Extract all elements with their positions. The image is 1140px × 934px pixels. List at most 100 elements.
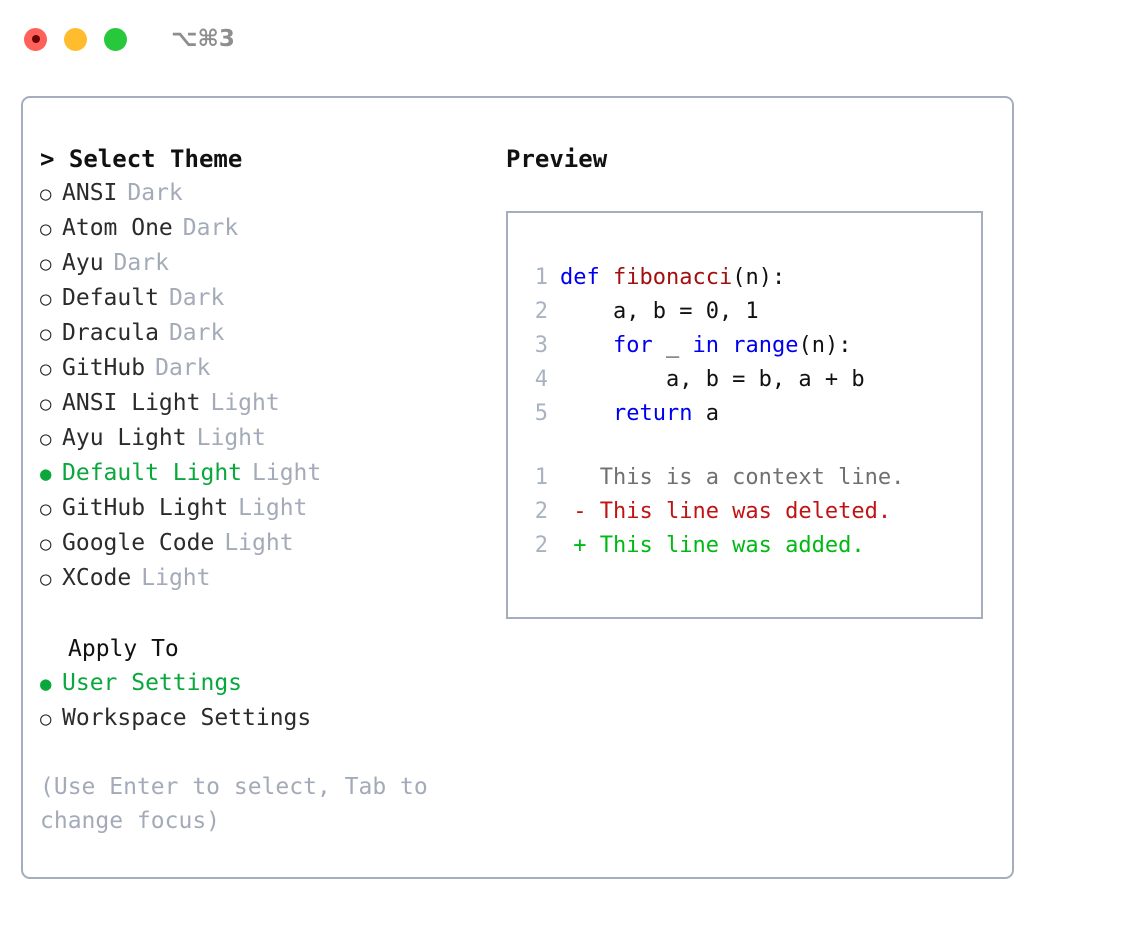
preview-title: Preview [506,145,608,173]
code-line-content: + This line was added. [560,529,864,563]
code-token-kw: for [612,333,653,358]
theme-name-label: Atom One [62,215,173,241]
code-token-kw: in [692,333,719,358]
code-token-kw: range [732,333,799,358]
maximize-button[interactable] [104,27,127,51]
select-theme-header: > Select Theme [40,145,243,173]
theme-variant-tag: Dark [127,180,183,206]
code-line: 1 This is a context line. [522,461,981,495]
minimize-button[interactable] [64,27,87,51]
radio-unselected-icon: ○ [40,218,52,240]
line-number: 3 [534,333,548,358]
code-line: 4 a, b = b, a + b [522,363,981,397]
code-line-content: - This line was deleted. [560,495,891,529]
theme-option-github[interactable]: ○ GitHub Dark [40,351,493,386]
code-token-plain: a [692,401,719,426]
apply-to-list: ● User Settings ○ Workspace Settings [40,666,493,736]
code-line-content: def fibonacci(n): [560,261,785,295]
radio-unselected-icon: ○ [40,393,52,415]
theme-variant-tag: Light [238,495,308,521]
apply-option-workspace-settings[interactable]: ○ Workspace Settings [40,701,493,736]
code-token-kw: return [612,401,693,426]
theme-option-dracula[interactable]: ○ Dracula Dark [40,316,493,351]
theme-name-label: Ayu [62,250,104,276]
theme-option-default-light[interactable]: ● Default Light Light [40,456,493,491]
radio-unselected-icon: ○ [40,498,52,520]
code-line-content: This is a context line. [560,461,905,495]
radio-selected-icon: ● [40,463,52,485]
theme-variant-tag: Dark [182,215,239,241]
theme-option-ansi-light[interactable]: ○ ANSI Light Light [40,386,493,421]
diff-sample: 1 This is a context line.2 - This line w… [522,461,981,563]
code-line: 2 + This line was added. [522,529,981,563]
theme-option-google-code[interactable]: ○ Google Code Light [40,526,493,561]
theme-variant-tag: Light [196,425,266,451]
apply-option-user-settings[interactable]: ● User Settings [40,666,493,701]
code-line: 3 for _ in range(n): [522,329,981,363]
theme-variant-tag: Light [252,460,322,486]
keyboard-shortcut-label: ⌥⌘3 [171,26,235,52]
code-token-plain: (n): [732,265,786,290]
radio-unselected-icon: ○ [40,568,52,590]
code-token-plain [560,333,613,358]
theme-name-label: XCode [62,565,132,591]
theme-option-ayu-light[interactable]: ○ Ayu Light Light [40,421,493,456]
theme-name-label: Default [62,285,159,311]
code-token-plain: a, b = b, a + b [560,367,865,392]
code-token-plain: _ [652,333,693,358]
theme-name-label: Ayu Light [62,425,187,451]
line-number: 4 [534,367,548,392]
theme-option-github-light[interactable]: ○ GitHub Light Light [40,491,493,526]
radio-selected-icon: ● [40,673,52,695]
theme-option-atom-one[interactable]: ○ Atom One Dark [40,211,493,246]
line-number: 2 [534,533,548,558]
theme-name-label: GitHub [62,355,146,381]
theme-name-label: Google Code [62,530,215,556]
code-token-plain: (n): [798,333,852,358]
line-number: 5 [534,401,548,426]
code-line: 5 return a [522,397,981,431]
theme-variant-tag: Dark [155,355,211,381]
radio-unselected-icon: ○ [40,428,52,450]
code-line: 1 def fibonacci(n): [522,261,981,295]
code-token-plain [560,401,613,426]
radio-unselected-icon: ○ [40,358,52,380]
code-line: 2 - This line was deleted. [522,495,981,529]
close-button[interactable] [24,27,47,51]
theme-name-label: ANSI Light [62,390,201,416]
code-line-content: for _ in range(n): [560,329,851,363]
line-number: 1 [534,265,548,290]
theme-variant-tag: Light [210,390,280,416]
theme-name-label: GitHub Light [62,495,229,521]
window-controls [24,27,127,51]
apply-option-label: Workspace Settings [62,705,312,731]
keyboard-hint-text: (Use Enter to select, Tab to change focu… [40,774,428,834]
title-bar: ⌥⌘3 [0,0,1140,78]
theme-name-label: Default Light [62,460,243,486]
code-token-plain: a, b = 0, 1 [560,299,759,324]
radio-unselected-icon: ○ [40,288,52,310]
radio-unselected-icon: ○ [40,533,52,555]
apply-option-label: User Settings [62,670,243,696]
theme-variant-tag: Light [224,530,294,556]
line-number: 2 [534,299,548,324]
theme-variant-tag: Dark [168,320,225,346]
theme-option-default[interactable]: ○ Default Dark [40,281,493,316]
radio-unselected-icon: ○ [40,323,52,345]
code-token-kw: def [560,265,613,290]
code-line: 2 a, b = 0, 1 [522,295,981,329]
theme-variant-tag: Dark [168,285,225,311]
theme-name-label: Dracula [62,320,159,346]
radio-unselected-icon: ○ [40,708,52,730]
line-number: 1 [534,465,548,490]
code-line-content: a, b = b, a + b [560,363,865,397]
code-token-ctx: This is a context line. [560,465,905,490]
